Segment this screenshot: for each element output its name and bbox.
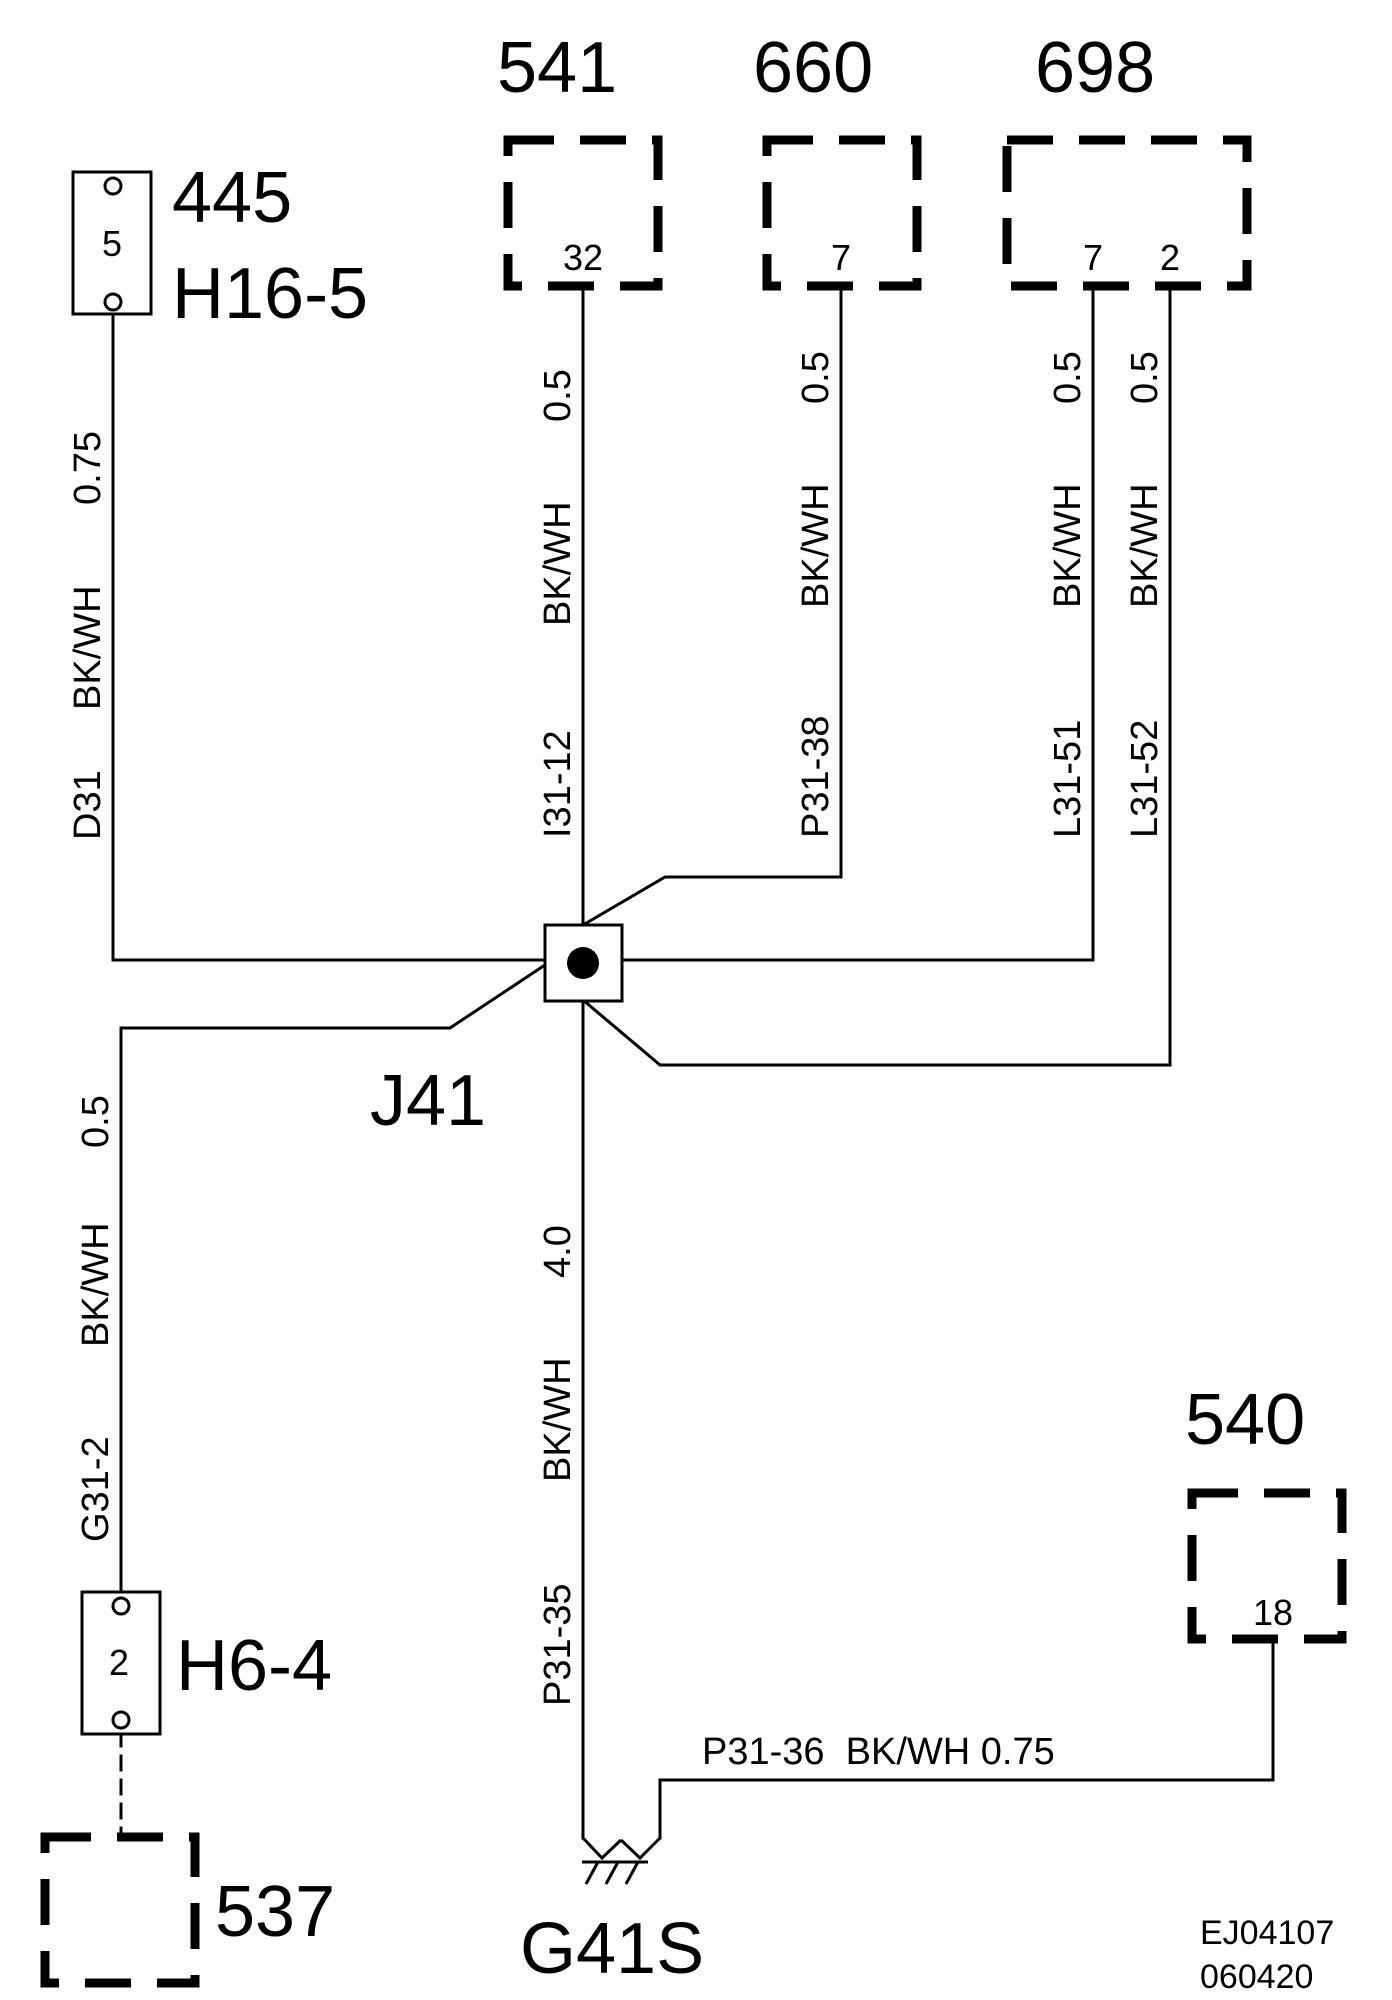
svg-text:G31-2: G31-2 (75, 1436, 117, 1542)
component-540-box (1187, 1488, 1347, 1644)
component-660-box (762, 135, 922, 291)
wire-label-p31-36: P31-36 BK/WH 0.75 (702, 1731, 1055, 1773)
label-445: 445 (172, 158, 292, 238)
label-h16-5: H16-5 (172, 254, 368, 334)
svg-text:D31: D31 (67, 770, 109, 840)
svg-text:BK/WH: BK/WH (1047, 483, 1089, 608)
label-541: 541 (497, 28, 617, 108)
pin-698-7: 7 (1083, 237, 1103, 278)
svg-text:BK/WH: BK/WH (75, 1222, 117, 1347)
label-698: 698 (1035, 28, 1155, 108)
wire-label-p31-35: P31-35 BK/WH 4.0 (537, 1225, 579, 1706)
ground-symbol (581, 1836, 662, 1885)
wire-label-d31: D31 BK/WH 0.75 (67, 431, 109, 840)
wire-d31 (111, 308, 567, 962)
wire-g31-2 (119, 962, 548, 1597)
footer-code-1: EJ04107 (1200, 1914, 1334, 1952)
label-g41s: G41S (520, 1909, 704, 1989)
pin-698-2: 2 (1160, 237, 1180, 278)
connector-h16-5 (71, 170, 153, 316)
svg-text:P31-38: P31-38 (795, 715, 837, 838)
wire-label-l31-51: L31-51 BK/WH 0.5 (1047, 351, 1089, 838)
wire-l31-51 (618, 290, 1095, 962)
wire-p31-36 (658, 1641, 1275, 1840)
connector-h6-4 (80, 1590, 162, 1736)
svg-text:L31-52: L31-52 (1124, 720, 1166, 838)
wire-label-g31-2: G31-2 BK/WH 0.5 (75, 1095, 117, 1542)
label-540: 540 (1185, 1380, 1305, 1460)
pin-660-7: 7 (831, 237, 851, 278)
label-537: 537 (215, 1872, 335, 1952)
svg-text:0.5: 0.5 (75, 1095, 117, 1148)
svg-text:BK/WH: BK/WH (67, 585, 109, 710)
pin-541-32: 32 (563, 237, 603, 278)
svg-text:4.0: 4.0 (537, 1225, 579, 1278)
wire-label-l31-52: L31-52 BK/WH 0.5 (1124, 351, 1166, 838)
wire-l31-52 (580, 290, 1172, 1067)
svg-text:0.5: 0.5 (1124, 351, 1166, 404)
svg-text:0.5: 0.5 (795, 351, 837, 404)
component-541-box (503, 135, 663, 291)
connector-h16-5-pin: 5 (102, 223, 122, 264)
svg-text:BK/WH: BK/WH (1124, 483, 1166, 608)
splice-j41-dot (567, 947, 599, 979)
label-660: 660 (753, 28, 873, 108)
svg-text:0.5: 0.5 (537, 369, 579, 422)
wire-p31-38 (580, 290, 843, 928)
component-537-box (40, 1832, 200, 1988)
footer-code-2: 060420 (1200, 1958, 1313, 1996)
svg-text:BK/WH: BK/WH (537, 501, 579, 626)
wire-label-i31-12: I31-12 BK/WH 0.5 (537, 369, 579, 838)
connector-h6-4-pin: 2 (109, 1642, 129, 1683)
label-h6-4: H6-4 (176, 1626, 332, 1706)
svg-text:L31-51: L31-51 (1047, 720, 1089, 838)
svg-text:I31-12: I31-12 (537, 730, 579, 838)
svg-text:BK/WH: BK/WH (795, 483, 837, 608)
svg-text:P31-35: P31-35 (537, 1583, 579, 1706)
svg-text:BK/WH: BK/WH (537, 1357, 579, 1482)
component-698-box (1002, 135, 1252, 291)
svg-text:0.5: 0.5 (1047, 351, 1089, 404)
pin-540-18: 18 (1253, 1592, 1293, 1633)
svg-text:0.75: 0.75 (67, 431, 109, 505)
label-j41: J41 (370, 1061, 486, 1141)
wire-label-p31-38: P31-38 BK/WH 0.5 (795, 351, 837, 838)
